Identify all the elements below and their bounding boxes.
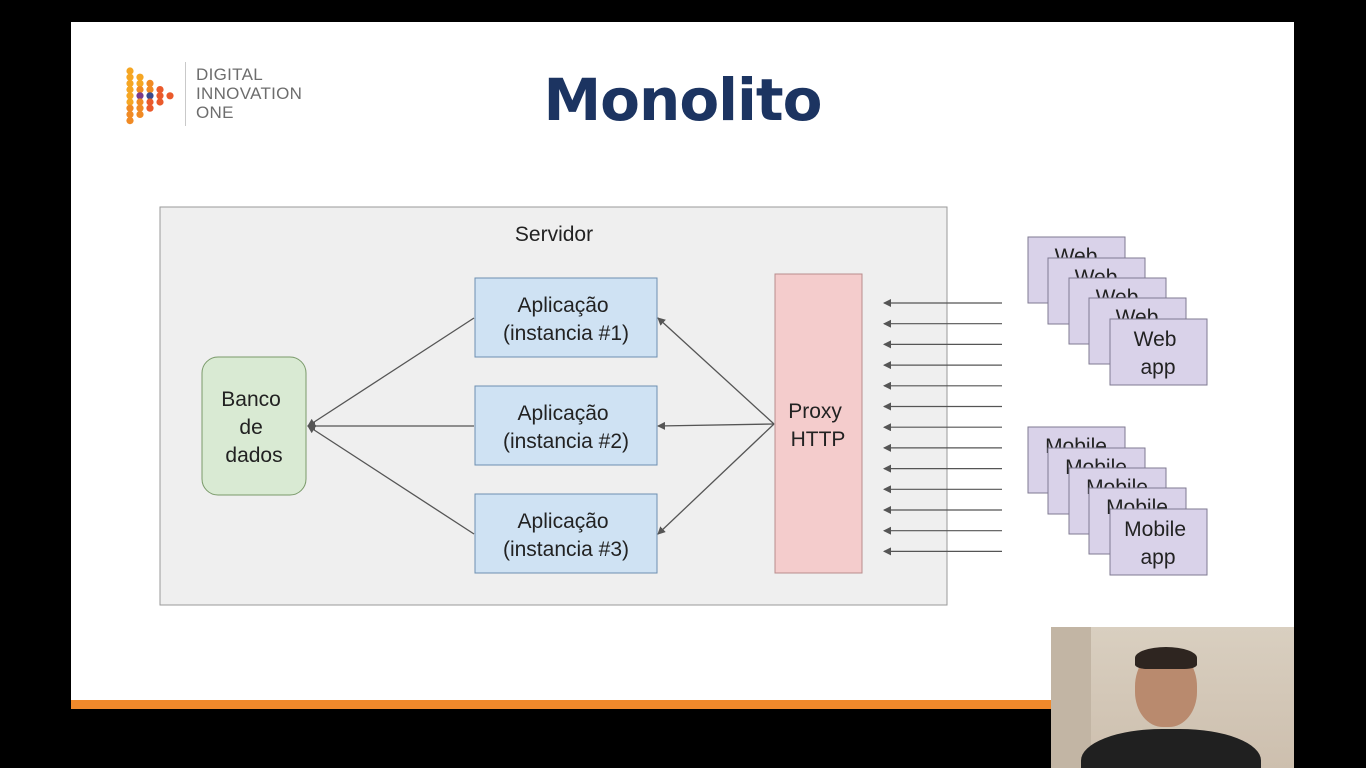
logo-dot bbox=[146, 104, 154, 112]
brand-name-line-1: DIGITAL bbox=[196, 65, 263, 84]
web-clients-stack: Web Web Web Web Web app bbox=[1027, 236, 1208, 386]
database-label-line-1: Banco bbox=[221, 388, 281, 411]
arrow-proxy-to-app2 bbox=[657, 421, 775, 430]
digital-innovation-one-logo-icon bbox=[126, 67, 174, 125]
logo-dot bbox=[136, 104, 144, 112]
database-label-line-2: de bbox=[239, 416, 262, 439]
brand-name-line-2: INNOVATION bbox=[196, 84, 303, 103]
incoming-request-arrows bbox=[883, 299, 1002, 556]
logo-dot bbox=[156, 86, 164, 94]
logo-dot bbox=[156, 92, 164, 100]
app-instance-label-3: Aplicação (instancia #3) bbox=[503, 510, 629, 561]
brand-name-line-3: ONE bbox=[196, 103, 234, 122]
logo-dot bbox=[126, 73, 134, 81]
logo-dot bbox=[136, 92, 144, 100]
server-label: Servidor bbox=[515, 223, 593, 246]
slide-accent-bar bbox=[71, 700, 1051, 709]
logo-dot bbox=[136, 79, 144, 87]
logo-dot bbox=[146, 98, 154, 106]
web-app-label: Web app bbox=[1134, 328, 1183, 379]
app-instance-2-line-2: (instancia #2) bbox=[503, 430, 629, 453]
logo-divider bbox=[185, 62, 186, 126]
logo-dot bbox=[126, 79, 134, 87]
logo-dot bbox=[146, 79, 154, 87]
logo-dot bbox=[126, 86, 134, 94]
logo-dot bbox=[136, 110, 144, 118]
app-instance-3-line-1: Aplicação bbox=[518, 510, 609, 533]
presenter-body bbox=[1081, 729, 1261, 768]
slide: DIGITAL INNOVATION ONE Monolito Servidor bbox=[71, 22, 1294, 700]
arrow-proxy-to-app3 bbox=[657, 423, 775, 535]
mobile-app-label-line-2: app bbox=[1140, 546, 1175, 569]
arrow-app3-to-db bbox=[307, 425, 475, 535]
app-instance-label-2: Aplicação (instancia #2) bbox=[503, 402, 629, 453]
app-instance-3-line-2: (instancia #3) bbox=[503, 538, 629, 561]
web-app-label-line-1: Web bbox=[1134, 328, 1177, 351]
logo-dot bbox=[126, 98, 134, 106]
proxy-http-label: Proxy HTTP bbox=[788, 400, 848, 451]
app-instance-1-line-1: Aplicação bbox=[518, 294, 609, 317]
logo-dot bbox=[136, 86, 144, 94]
slide-title: Monolito bbox=[543, 66, 822, 134]
app-instance-1-line-2: (instancia #1) bbox=[503, 322, 629, 345]
proxy-label-line-2: HTTP bbox=[791, 428, 846, 451]
proxy-label-line-1: Proxy bbox=[788, 400, 842, 423]
mobile-app-label: Mobile app bbox=[1124, 518, 1192, 569]
mobile-app-label-line-1: Mobile bbox=[1124, 518, 1186, 541]
logo-dot bbox=[126, 104, 134, 112]
app-instance-2-line-1: Aplicação bbox=[518, 402, 609, 425]
logo-dot bbox=[126, 117, 134, 125]
presenter-webcam-video bbox=[1051, 627, 1294, 768]
logo-dot bbox=[156, 98, 164, 106]
database-label-line-3: dados bbox=[225, 444, 282, 467]
logo-dot bbox=[136, 98, 144, 106]
logo-dot bbox=[126, 92, 134, 100]
logo-dot bbox=[136, 73, 144, 81]
proxy-connections bbox=[657, 317, 775, 535]
mobile-clients-stack: Mobile Mobile Mobile Mobile Mobile app bbox=[1027, 426, 1208, 576]
database-label: Banco de dados bbox=[221, 388, 286, 467]
proxy-http-box bbox=[774, 273, 863, 574]
logo-dot bbox=[126, 110, 134, 118]
app-instance-box-2 bbox=[474, 385, 658, 466]
monolith-diagram: Servidor Banco de dados Aplicação (insta… bbox=[159, 206, 1208, 606]
app-instance-box-1 bbox=[474, 277, 658, 358]
mobile-client-card-front: Mobile app bbox=[1109, 508, 1208, 576]
database-box bbox=[201, 356, 307, 496]
brand-name: DIGITAL INNOVATION ONE bbox=[196, 65, 302, 122]
logo-dot bbox=[146, 92, 154, 100]
app-instance-box-3 bbox=[474, 493, 658, 574]
app-instance-label-1: Aplicação (instancia #1) bbox=[503, 294, 629, 345]
arrow-proxy-to-app1 bbox=[657, 317, 775, 425]
web-app-label-line-2: app bbox=[1140, 356, 1175, 379]
db-connections bbox=[307, 317, 475, 535]
web-client-card-front: Web app bbox=[1109, 318, 1208, 386]
logo-dot bbox=[166, 92, 174, 100]
logo-dot bbox=[146, 86, 154, 94]
logo-dot bbox=[126, 67, 134, 75]
arrow-app1-to-db bbox=[307, 317, 475, 427]
